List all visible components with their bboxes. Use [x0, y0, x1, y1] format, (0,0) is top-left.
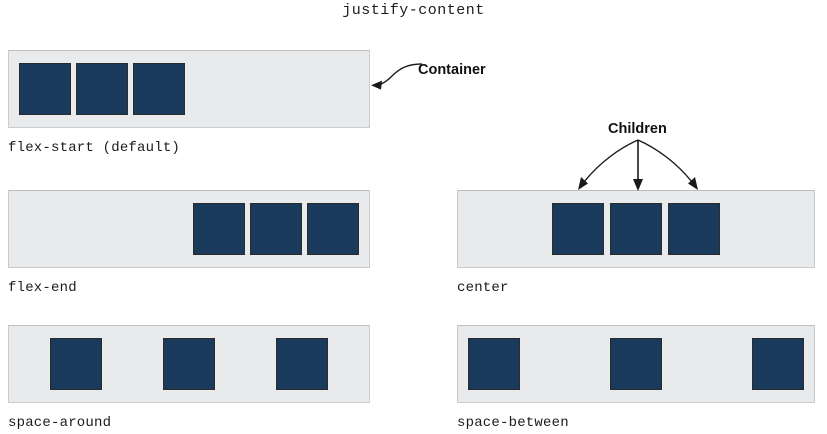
curved-left-arrow-icon: [371, 63, 423, 90]
flex-container-center: [457, 190, 815, 268]
demo-caption-space-between: space-between: [457, 415, 569, 431]
annotation-label-container: Container: [418, 62, 486, 78]
demo-caption-flex-start: flex-start (default): [8, 140, 181, 156]
child-box: [133, 63, 185, 115]
flex-container-flex-end: [8, 190, 370, 268]
page-title: justify-content: [342, 2, 485, 19]
demo-caption-flex-end: flex-end: [8, 280, 77, 296]
child-box: [76, 63, 128, 115]
flex-container-space-between: [457, 325, 815, 403]
demo-space-between: space-between: [457, 325, 815, 431]
demo-caption-center: center: [457, 280, 509, 296]
child-box: [162, 338, 215, 390]
child-box: [752, 338, 804, 390]
child-box: [49, 338, 102, 390]
demo-space-around: space-around: [8, 325, 370, 431]
child-box: [250, 203, 302, 255]
flex-container-flex-start: [8, 50, 370, 128]
child-box: [19, 63, 71, 115]
demo-flex-end: flex-end: [8, 190, 370, 296]
child-box: [668, 203, 720, 255]
child-box: [552, 203, 604, 255]
demo-center: center: [457, 190, 815, 296]
child-box: [193, 203, 245, 255]
annotation-label-children: Children: [608, 121, 667, 137]
demo-caption-space-around: space-around: [8, 415, 112, 431]
child-box: [610, 203, 662, 255]
demo-flex-start: flex-start (default): [8, 50, 370, 156]
child-box: [276, 338, 329, 390]
child-box: [307, 203, 359, 255]
child-box: [610, 338, 662, 390]
child-box: [468, 338, 520, 390]
flex-container-space-around: [8, 325, 370, 403]
